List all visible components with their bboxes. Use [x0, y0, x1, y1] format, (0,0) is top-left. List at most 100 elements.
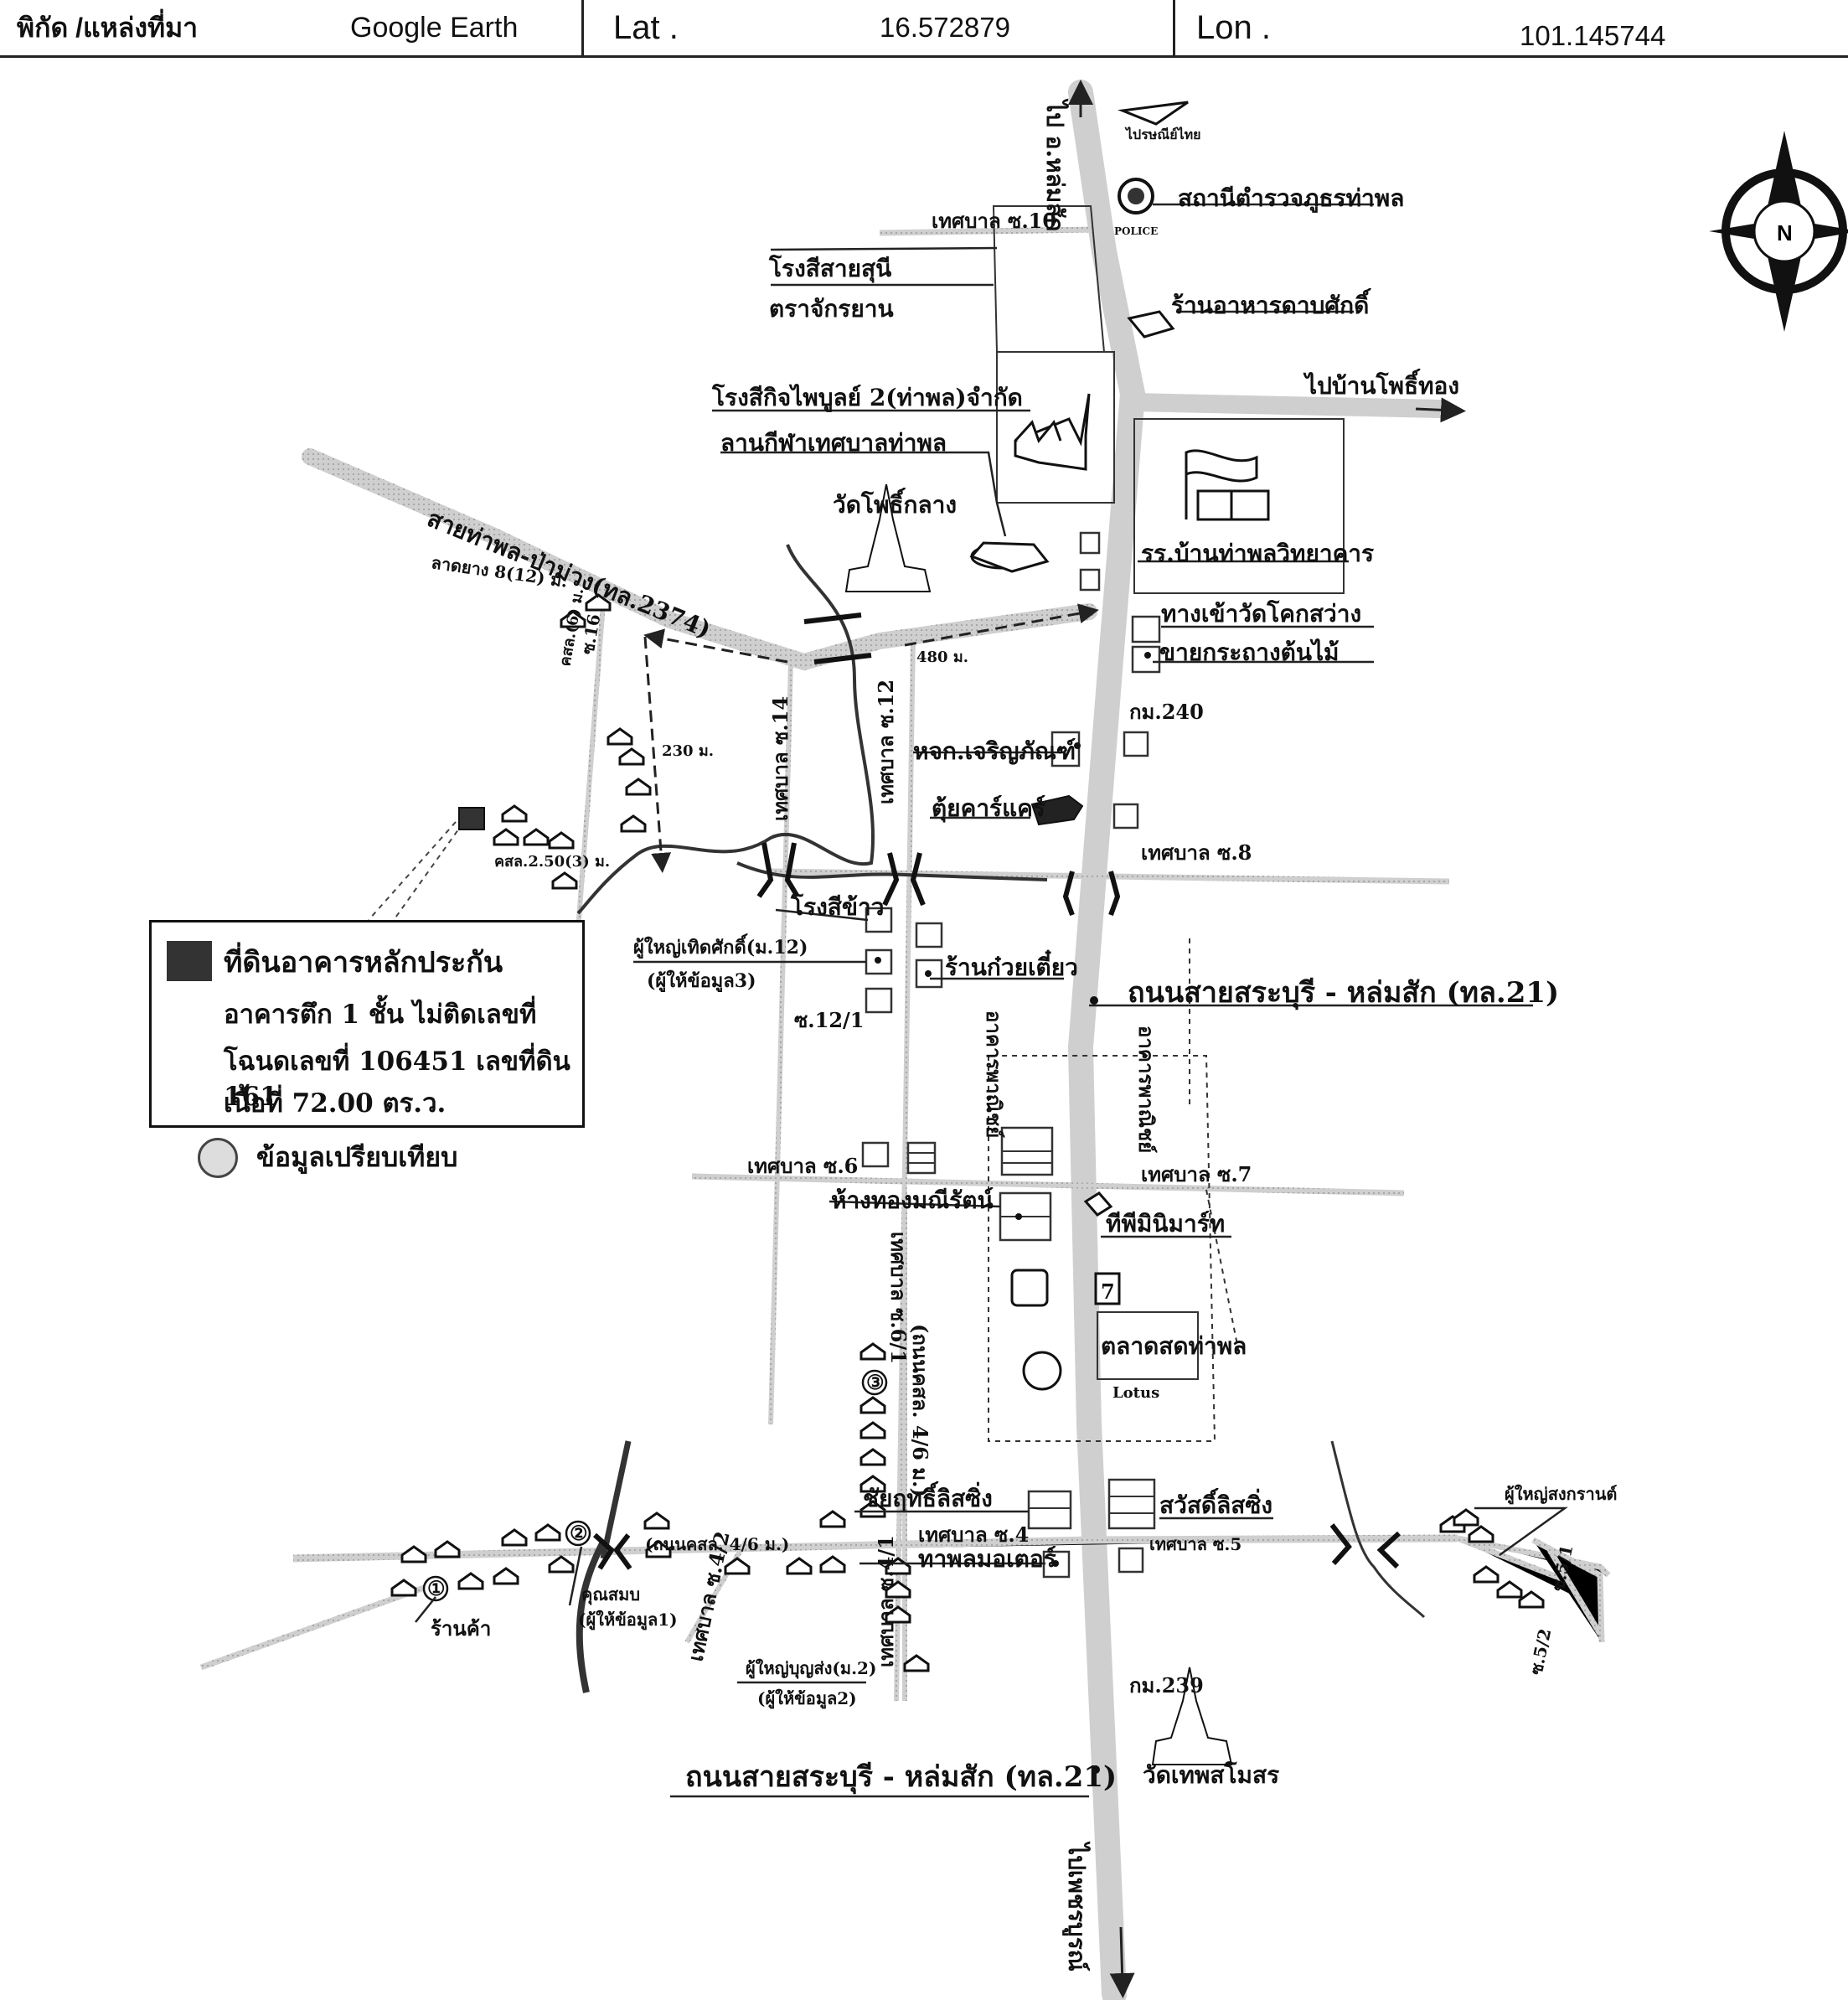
- police-station-label: สถานีตำรวจภูธรท่าพล: [1178, 184, 1404, 213]
- comparable-marker-1: ①: [427, 1576, 446, 1600]
- comparable-marker-3: ③: [866, 1370, 885, 1394]
- concrete-road-label-b: (ถนนคสล. 4/6 ม.): [645, 1534, 789, 1554]
- header-bar: พิกัด /แหล่งที่มา Google Earth Lat . 16.…: [0, 0, 1848, 58]
- creek: [576, 544, 875, 915]
- bridge-2374: [803, 612, 872, 664]
- soi4-label: เทศบาล ซ.4: [918, 1522, 1029, 1547]
- km239-label: กม.239: [1129, 1673, 1204, 1698]
- bridge-soi4: [592, 1523, 1401, 1570]
- to-phetchabun-label: ไปเพชรบูรณ์: [1062, 1841, 1091, 1972]
- stadium-icon: [969, 541, 1050, 573]
- sawat-leasing-label: สวัสดิ์ลิสซิ่ง: [1159, 1488, 1272, 1519]
- bridge-soi8: [756, 842, 1121, 917]
- lotus-label: Lotus: [1112, 1384, 1159, 1402]
- to-ban-pho-thong-label: ไปบ้านโพธิ์ทอง: [1303, 369, 1459, 400]
- police-icon: [1118, 178, 1154, 214]
- comparable-legend: ข้อมูลเปรียบเทียบ: [198, 1136, 457, 1179]
- soi5-label: เทศบาล ซ.5: [1149, 1534, 1241, 1554]
- north-arrow-icon: N: [1709, 131, 1848, 332]
- factory-icon: [1014, 393, 1091, 471]
- wat-thep-label: วัดเทพสโมสร: [1143, 1760, 1279, 1789]
- seven-eleven-icon: [1094, 1272, 1121, 1305]
- soi10-label: เทศบาล ซ.10: [932, 209, 1056, 233]
- commercial-building-right: อาคารพาณิชย์: [1134, 1026, 1159, 1153]
- temple-icon: [844, 483, 932, 592]
- soi5-2-label: ซ.5/2: [1525, 1627, 1555, 1677]
- commercial-building-left: อาคารพาณิชย์: [982, 1010, 1006, 1138]
- market-label: ตลาดสดท่าพล: [1101, 1332, 1247, 1360]
- soi6-1-label: เทศบาล ซ.6/1: [886, 1232, 911, 1364]
- soi14-label: เทศบาล ซ.14: [768, 696, 792, 821]
- restaurant-label: ร้านอาหารดาบศักดิ์: [1171, 288, 1371, 319]
- distance-480m: 480 ม.: [916, 649, 968, 666]
- bank-icon: [1010, 1269, 1049, 1307]
- shop-label: ร้านค้า: [431, 1616, 491, 1641]
- headman12-label: ผู้ใหญ่เทิดศักดิ์(ม.12): [633, 933, 808, 959]
- highway-21: [1067, 80, 1146, 2000]
- highway21-bottom-label: ถนนสายสระบุรี - หล่มสัก (ทล.21): [685, 1760, 1117, 1795]
- stadium-label: ลานกีฬาเทศบาลท่าพล: [720, 429, 947, 457]
- car-icon: [1030, 794, 1084, 826]
- pot-shop-label: ขายกระถางต้นไม้: [1159, 638, 1340, 666]
- wat-pho-klang-label: วัดโพธิ์กลาง: [833, 488, 957, 519]
- legend-title: ที่ดินอาคารหลักประกัน: [224, 946, 503, 979]
- tp-motor-label: ทาพลมอเตอร์: [918, 1545, 1056, 1573]
- school-icon: [1185, 449, 1270, 521]
- lon-value: 101.145744: [1520, 20, 1666, 51]
- noodle-shop-label: ร้านก๋วยเตี๋ยว: [945, 949, 1078, 981]
- north-letter: N: [1777, 220, 1793, 245]
- mart-icon: [1083, 1191, 1113, 1217]
- saisuni-mill-brand-label: ตราจักรยาน: [769, 295, 894, 323]
- school-label: รร.บ้านท่าพลวิทยาคาร: [1141, 540, 1374, 567]
- soi8-label: เทศบาล ซ.8: [1141, 840, 1252, 865]
- tp-mart-label: ทีพีมินิมาร์ท: [1106, 1210, 1225, 1238]
- khun-somboon-label: คุณสมบ: [581, 1584, 640, 1605]
- collateral-swatch: [167, 941, 212, 981]
- legend-area: เนื้อที่ 72.00 ตร.ว.: [224, 1088, 447, 1119]
- headman2-label: ผู้ใหญ่บุญส่ง(ม.2): [746, 1658, 876, 1680]
- soi12-1-label: ซ.12/1: [794, 1008, 865, 1032]
- source-label: พิกัด /แหล่งที่มา: [17, 12, 199, 43]
- chaiyut-leasing-label: ชัยฤทธิ์ลิสซิ่ง: [863, 1481, 993, 1512]
- subject-property: [458, 807, 485, 830]
- rice-mill-label: โรงสีข้าว: [790, 892, 884, 921]
- lon-label: Lon .: [1196, 8, 1271, 46]
- saisuni-mill-label: โรงสีสายสุนี: [768, 254, 891, 283]
- distance-230m: 230 ม.: [662, 742, 714, 760]
- source-value: Google Earth: [350, 11, 519, 44]
- road-2374: [302, 448, 1097, 671]
- header-divider: [1173, 0, 1175, 55]
- to-lom-sak-label: ไป อ.หล่มสัก: [1041, 98, 1069, 231]
- soi12-label: เทศบาล ซ.12: [874, 680, 898, 804]
- temple-icon: [1151, 1667, 1233, 1765]
- header-divider: [581, 0, 584, 55]
- road-ban-pho-thong: [1132, 393, 1442, 418]
- seven-eleven-label: 7: [1101, 1279, 1115, 1304]
- concrete-250-label: คสล.2.50(3) ม.: [494, 853, 610, 871]
- car-care-label: ตุ้ยคาร์แคร์: [932, 794, 1045, 823]
- building-squares: [861, 531, 1161, 1579]
- gold-shop-label: ห้างทองมณีรัตน์: [831, 1186, 994, 1214]
- soi6-label: เทศบาล ซ.6: [747, 1154, 858, 1178]
- informant2-label: (ผู้ให้ข้อมูล2): [757, 1688, 857, 1710]
- police-badge-text: POLICE: [1114, 225, 1158, 237]
- thailand-post-label: ไปรษณีย์ไทย: [1124, 127, 1201, 142]
- headman-right-label: ผู้ใหญ่สงกรานต์: [1505, 1484, 1617, 1506]
- kij-mill-label: โรงสีกิจไพบูลย์ 2(ท่าพล)จำกัด: [711, 383, 1023, 412]
- soi7-label: เทศบาล ซ.7: [1141, 1162, 1252, 1186]
- km240-label: กม.240: [1129, 700, 1204, 724]
- informant1-label: (ผู้ให้ข้อมูล1): [578, 1610, 678, 1631]
- legend-box: ที่ดินอาคารหลักประกัน อาคารตึก 1 ชั้น ไม…: [149, 920, 585, 1128]
- comparable-dot-icon: [198, 1137, 238, 1178]
- informant3-label: (ผู้ให้ข้อมูล3): [647, 969, 756, 993]
- dorm-label: หจก.เจริญภัณฑ์: [913, 737, 1076, 765]
- lat-label: Lat .: [613, 8, 679, 46]
- legend-deed: โฉนดเลขที่ 106451 เลขที่ดิน 161: [224, 1047, 570, 1112]
- wat-khok-sawang-label: ทางเข้าวัดโคกสว่าง: [1161, 599, 1361, 628]
- lat-value: 16.572879: [880, 12, 1010, 43]
- house-icons: [390, 593, 1545, 1672]
- soi4-1-label: เทศบาล ซ.4/1: [874, 1535, 898, 1667]
- clock-icon: [1022, 1351, 1062, 1391]
- post-logo-icon: [1118, 101, 1189, 126]
